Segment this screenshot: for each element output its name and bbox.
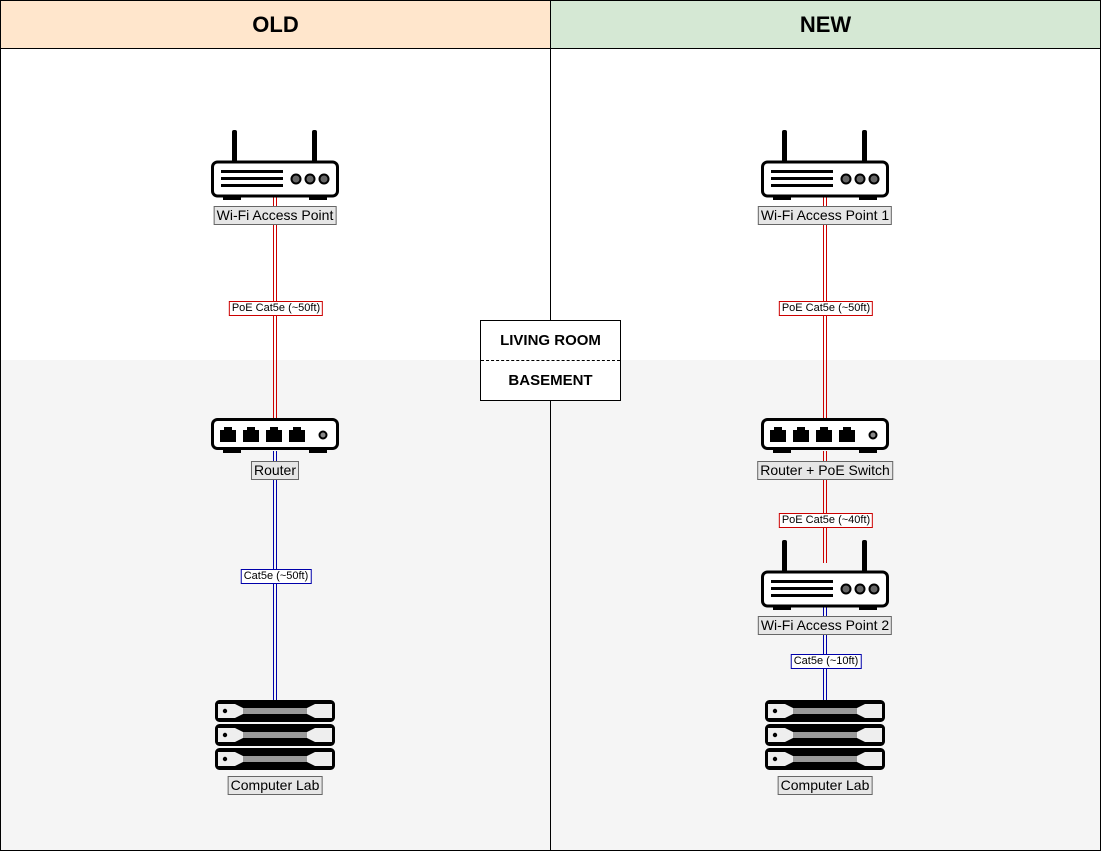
- old-ap-label: Wi-Fi Access Point: [213, 206, 337, 225]
- new-cable-label-ap2-lab: Cat5e (~10ft): [790, 654, 862, 669]
- new-wifi-access-point-2-icon[interactable]: [761, 540, 889, 612]
- living-room-zone: [0, 49, 1101, 360]
- floor-living-room: LIVING ROOM: [500, 332, 601, 349]
- new-cable-label-ap1-switch: PoE Cat5e (~50ft): [778, 301, 874, 316]
- new-switch-label: Router + PoE Switch: [757, 461, 893, 480]
- new-ap2-label: Wi-Fi Access Point 2: [757, 616, 893, 635]
- server-unit-icon: [765, 748, 885, 770]
- old-computer-lab-icon[interactable]: [215, 700, 335, 772]
- server-unit-icon: [765, 700, 885, 722]
- old-lab-label: Computer Lab: [227, 776, 323, 795]
- new-computer-lab-icon[interactable]: [765, 700, 885, 772]
- new-cable-label-switch-ap2: PoE Cat5e (~40ft): [778, 513, 874, 528]
- old-router-label: Router: [250, 461, 300, 480]
- server-unit-icon: [215, 748, 335, 770]
- basement-zone: [0, 360, 1101, 851]
- old-title: OLD: [252, 11, 299, 37]
- server-unit-icon: [765, 724, 885, 746]
- old-wifi-access-point-icon[interactable]: [211, 130, 339, 202]
- floor-basement: BASEMENT: [481, 360, 620, 400]
- new-ap1-label: Wi-Fi Access Point 1: [757, 206, 893, 225]
- new-cable-switch-ap2[interactable]: [823, 451, 827, 563]
- new-lab-label: Computer Lab: [777, 776, 873, 795]
- server-unit-icon: [215, 700, 335, 722]
- floor-legend: LIVING ROOM BASEMENT: [480, 320, 621, 401]
- new-title: NEW: [799, 11, 852, 37]
- old-router-icon[interactable]: [211, 418, 339, 454]
- new-router-switch-icon[interactable]: [761, 418, 889, 454]
- old-column-header: OLD: [0, 0, 551, 49]
- server-unit-icon: [215, 724, 335, 746]
- new-cable-ap2-lab[interactable]: [823, 606, 827, 701]
- new-column-header: NEW: [550, 0, 1101, 49]
- old-cable-label-router-lab: Cat5e (~50ft): [240, 569, 312, 584]
- old-cable-label-ap-router: PoE Cat5e (~50ft): [228, 301, 324, 316]
- new-wifi-access-point-1-icon[interactable]: [761, 130, 889, 202]
